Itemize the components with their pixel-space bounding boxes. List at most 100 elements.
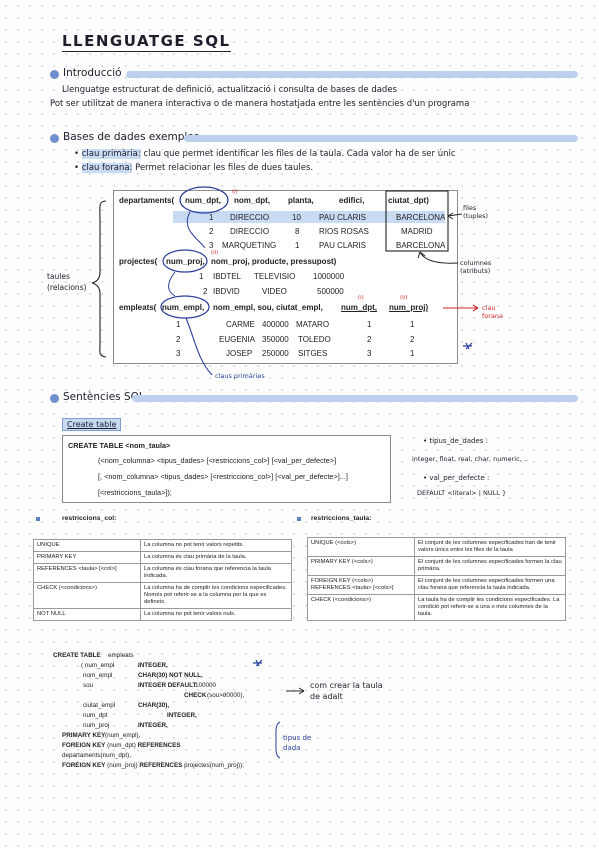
dep-cell: 2 [209, 227, 214, 236]
term-foreign-key: clau forana: [81, 163, 133, 173]
section-dot [50, 70, 59, 79]
dep-cell: PAU CLARIS [319, 241, 366, 250]
mark-ii: (ii) [400, 295, 408, 301]
term-primary-key: clau primària: [81, 149, 141, 159]
note-clau-forana: clau forana [482, 304, 504, 320]
sql-text: num_dpt [83, 712, 108, 719]
dep-cell: 3 [209, 241, 214, 250]
sql-text: (num_dpt) [105, 742, 138, 749]
section-dot [50, 134, 59, 143]
table-cell: La columna és clau forana que referencia… [140, 563, 292, 583]
sql-keyword: FOREIGN KEY [62, 762, 106, 769]
emp-cell: 1 [410, 349, 415, 358]
emp-cell: 1 [367, 320, 372, 329]
dep-cell: MARQUETING [222, 241, 277, 250]
emp-cell: 3 [176, 349, 181, 358]
intro-line-2: Pot ser utilitzat de manera interactiva … [50, 99, 470, 109]
proj-cell: 500000 [317, 287, 344, 296]
table-row: FOREIGN KEY (<cols>) REFERENCES <taula> … [307, 575, 566, 595]
mark-ii: (ii) [211, 250, 219, 256]
table-row: REFERENCES <taula> [<col>]La columna és … [33, 563, 292, 583]
syntax-line-4: [<restriccions_taula>]); [98, 488, 172, 497]
dep-cell: BARCELONA [396, 241, 446, 250]
restr-taula-table: UNIQUE (<cols>)El conjunt de les columne… [307, 537, 566, 621]
create-table-syntax-box: CREATE TABLE <nom_taula> (<nom_columna> … [62, 435, 391, 503]
proj-cell: 1 [199, 272, 204, 281]
note-tipus-list: integer, float, real, char, numeric, .. [412, 455, 528, 463]
dep-cell: 10 [292, 213, 301, 222]
emp-cell: MATARO [296, 320, 330, 329]
sql-line: FOREIGN KEY (num_proj) REFERENCES projec… [62, 761, 244, 770]
emp-cell: 1 [176, 320, 181, 329]
note-claus-primaries: claus primàries [215, 372, 265, 380]
emp-cell: 250000 [262, 349, 289, 358]
proj-cell: IBDVID [213, 287, 240, 296]
syntax-line-1: CREATE TABLE <nom_taula> [68, 441, 171, 450]
dep-table-name: departaments( [119, 196, 175, 205]
examples-section-bar [184, 135, 578, 142]
restr-col-title: restriccions_col: [62, 515, 117, 522]
emp-cell: EUGENIA [219, 335, 256, 344]
emp-cell: TOLEDO [298, 335, 331, 344]
table-cell: El conjunt de les columnes especificades… [414, 575, 566, 595]
sql-text: num_proj [83, 722, 110, 729]
table-row: UNIQUE (<cols>)El conjunt de les columne… [307, 537, 566, 557]
table-cell: FOREIGN KEY (<cols>) REFERENCES <taula> … [307, 575, 415, 595]
restr-taula-title: restriccions_taula: [311, 515, 372, 522]
dep-col-edifici: edifici, [339, 196, 365, 205]
arrowhead [472, 304, 479, 312]
bullet-square [297, 517, 301, 521]
intro-line-1: Llenguatge estructurat de definició, act… [62, 85, 397, 95]
dep-col-ciutat: ciutat_dpt) [388, 196, 429, 205]
table-cell: La columna no pot tenir valors nuls. [140, 608, 292, 621]
proj-table-name: projectes( [119, 257, 158, 266]
note-files: files (tuples) [463, 204, 489, 220]
note-taules: taules (relacions) [47, 272, 87, 292]
sql-text: (num_empl), [105, 732, 141, 739]
sql-text: (sou>80000), [207, 692, 245, 699]
sql-keyword: REFERENCES [139, 762, 183, 769]
proj-cell: 1000000 [313, 272, 345, 281]
syntax-line-2: (<nom_columna> <tipus_dades> [<restricci… [98, 456, 337, 465]
table-cell: PRIMARY KEY [33, 551, 141, 564]
dep-cell: 1 [209, 213, 214, 222]
sql-text: ( num_empl [81, 662, 115, 669]
sql-line: FOREIGN KEY (num_dpt) REFERENCES [62, 741, 181, 750]
emp-cell: 400000 [262, 320, 289, 329]
note-val-title: • val_per_defecte : [423, 474, 490, 482]
emp-cell: 2 [410, 335, 415, 344]
section-dot [50, 394, 59, 403]
emp-cell: 3 [367, 349, 372, 358]
sql-text: empleats [108, 652, 134, 659]
arrowhead [298, 687, 305, 695]
emp-cell: 2 [367, 335, 372, 344]
syntax-line-3: [, <nom_columna> <tipus_dades> [<restric… [98, 472, 348, 481]
doodle-icon [463, 342, 473, 350]
primary-key-definition: clau que permet identificar les files de… [143, 149, 456, 159]
emp-cell: JOSEP [226, 349, 253, 358]
sql-text: sou [83, 682, 94, 689]
table-cell: La columna no pot tenir valors repetits. [140, 539, 292, 552]
proj-cell: IBDTEL [213, 272, 242, 281]
sql-text: ciutat_empl [83, 702, 116, 709]
table-cell: UNIQUE (<cols>) [307, 537, 415, 557]
emp-col-num-proj: num_proj) [389, 303, 429, 312]
table-cell: REFERENCES <taula> [<col>] [33, 563, 141, 583]
table-cell: UNIQUE [33, 539, 141, 552]
dep-cell: 8 [295, 227, 300, 236]
sql-keyword: CHAR(30), [138, 702, 170, 709]
sql-keyword: CREATE TABLE [53, 652, 101, 659]
table-cell: La taula ha de complir les condicions es… [414, 594, 566, 621]
sql-text: projectes(num_proj)); [182, 762, 244, 769]
table-cell: El conjunt de les columnes especificades… [414, 537, 566, 557]
intro-heading: Introducció [63, 67, 122, 79]
sentencies-section-bar [132, 395, 578, 402]
sql-text: nom_empl [83, 672, 113, 679]
table-row: CHECK (<condicions>)La columna ha de com… [33, 582, 292, 609]
big-brace [91, 200, 107, 358]
